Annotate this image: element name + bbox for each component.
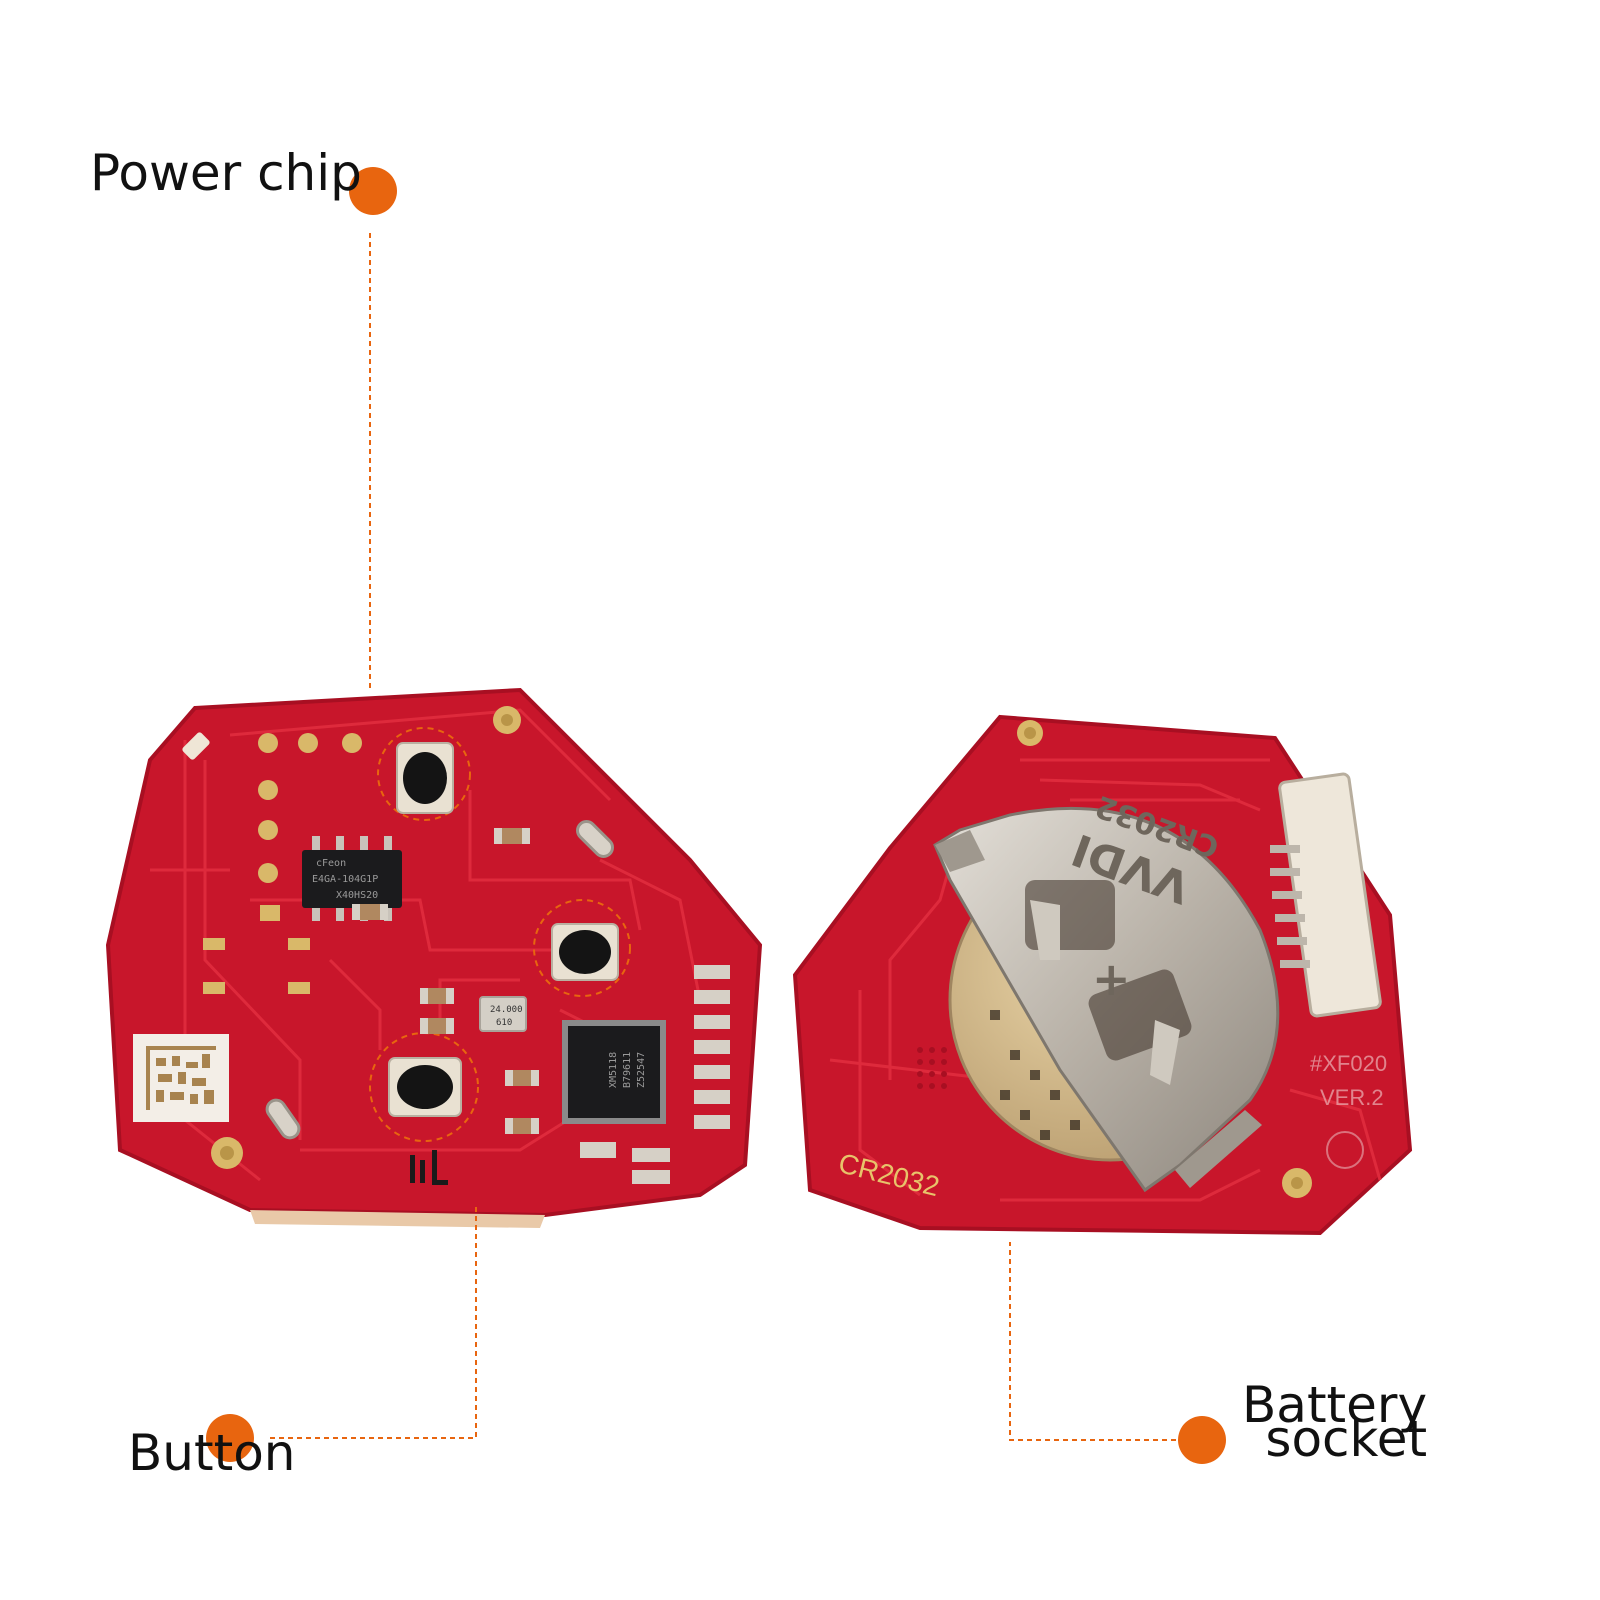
tact-button-middle [533,899,631,997]
power-chip-marking-1: cFeon [316,858,346,869]
right-mount-holes [1017,720,1312,1198]
tact-button-top [377,727,471,821]
crystal-oscillator: 24.000 610 [479,996,527,1032]
button-callout-dot [206,1414,254,1462]
left-test-pads [203,733,362,994]
rf-chip-body [568,1026,660,1118]
battery-spring-contact [265,1098,301,1140]
battery-holder-clip: VVDI CR2032 + [933,788,1280,1193]
crystal-marking-2: 610 [496,1018,512,1028]
power-chip-marking-3: X40HS20 [336,890,378,901]
button-label: Button [128,1424,296,1482]
left-pcb-board: cFeon E4GA-104G1P X40HS20 24.000 610 [105,687,763,1228]
rf-chip-marking-1: XM5118 [608,1052,619,1088]
rf-chip-marking-2: B79611 [622,1052,633,1088]
right-pcb-board: VVDI CR2032 + CR2032 #XF020 VER.2 [792,714,1413,1236]
led-component [182,732,210,760]
left-passives [352,828,730,1184]
holder-plus-sign: + [1092,952,1131,1006]
tact-button-bottom [369,1032,479,1142]
battery-socket-label-line1: Battery [1242,1376,1428,1434]
power-chip-label: Power chip [90,144,362,202]
button-leader-line [270,1205,477,1439]
version-silkscreen: VER.2 [1320,1085,1384,1110]
callout-leaders [206,167,1226,1464]
left-mount-holes [211,706,521,1169]
rf-chip-marking-3: Z52547 [636,1052,647,1088]
power-chip-body [302,850,402,908]
left-pcb-bottom-edge [250,1210,545,1228]
battery-socket-leader-line [1009,1242,1176,1441]
battery-spring-contact [576,820,614,858]
via-grid [917,1047,947,1089]
battery-socket-label: Battery socket [1242,1376,1428,1468]
connector-header [1270,772,1382,1018]
power-chip: cFeon E4GA-104G1P X40HS20 [302,836,402,921]
battery-socket-callout-dot [1178,1416,1226,1464]
model-silkscreen: #XF020 [1310,1051,1387,1076]
coin-cell-pattern [990,1010,1080,1140]
rf-chip: XM5118 B79611 Z52547 [562,1020,666,1124]
brand-logo-mark [1326,1131,1364,1169]
crystal-marking-1: 24.000 [490,1005,523,1015]
power-chip-callout-dot [349,167,397,215]
datamatrix-label [133,1034,229,1122]
power-chip-marking-2: E4GA-104G1P [312,874,378,885]
silkscreen-glyph [410,1150,448,1185]
battery-socket-label-line2: socket [1265,1410,1428,1468]
